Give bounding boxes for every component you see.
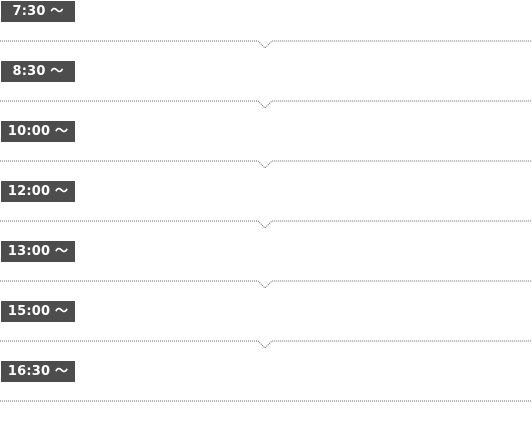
time-badge: 12:00 〜 <box>1 181 75 202</box>
divider-line <box>0 400 532 402</box>
divider-with-arrow <box>0 40 532 49</box>
schedule-row: 16:30 〜 <box>0 360 532 420</box>
time-badge: 10:00 〜 <box>1 121 75 142</box>
schedule-row: 12:00 〜 <box>0 180 532 240</box>
divider-with-arrow <box>0 160 532 169</box>
time-badge: 15:00 〜 <box>1 301 75 322</box>
time-badge: 16:30 〜 <box>1 361 75 382</box>
divider-with-arrow <box>0 100 532 109</box>
schedule-row: 15:00 〜 <box>0 300 532 360</box>
schedule-row: 8:30 〜 <box>0 60 532 120</box>
divider-with-arrow <box>0 340 532 349</box>
schedule-row: 10:00 〜 <box>0 120 532 180</box>
schedule-row: 7:30 〜 <box>0 0 532 60</box>
divider-with-arrow <box>0 280 532 289</box>
time-badge: 13:00 〜 <box>1 241 75 262</box>
divider-with-arrow <box>0 220 532 229</box>
time-badge: 7:30 〜 <box>1 1 75 22</box>
schedule-row: 13:00 〜 <box>0 240 532 300</box>
time-badge: 8:30 〜 <box>1 61 75 82</box>
